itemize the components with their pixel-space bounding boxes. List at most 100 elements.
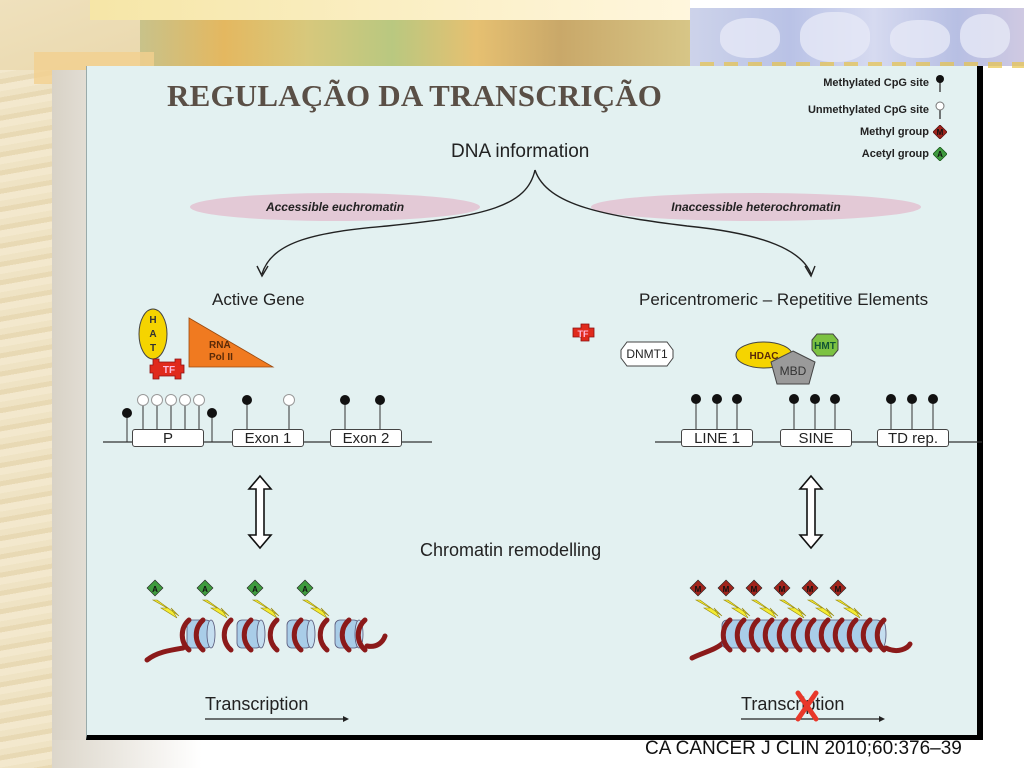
acetyl-diamond-icon: A [933, 147, 947, 161]
tf-label: TF [578, 329, 589, 339]
mark-letter: M [723, 585, 730, 594]
cpg-sites [122, 394, 385, 442]
decor-blob [890, 20, 950, 58]
slide-header-gold-strip [700, 62, 1024, 68]
dnmt1-label: DNMT1 [626, 347, 668, 361]
hat-letter: A [149, 329, 156, 340]
figure-panel: REGULAÇÃO DA TRANSCRIÇÃO Methylated CpG … [86, 66, 983, 740]
dna-wrap [193, 617, 206, 653]
unmethylated-cpg-site [151, 394, 163, 406]
dna-wrap [846, 617, 859, 653]
mark-letter: A [252, 585, 258, 594]
active-gene-heading: Active Gene [212, 290, 305, 309]
svg-text:A: A [937, 150, 943, 159]
hmt-protein [811, 333, 839, 357]
methylated-cpg-site [732, 394, 742, 404]
dna-wrap [720, 617, 733, 653]
dna-strand [144, 645, 186, 663]
euchromatin-oval: Accessible euchromatin [190, 193, 480, 221]
blocked-x-icon [795, 690, 819, 722]
methyl-group-mark [745, 579, 763, 597]
rna-pol-ii-protein [188, 317, 275, 368]
lightning-icon [301, 599, 330, 619]
methylated-cpg-site [789, 394, 799, 404]
dna-strand [883, 641, 913, 653]
lightning-icon [251, 599, 280, 619]
dna-wrap [776, 617, 789, 653]
td-rep-region: TD rep. [877, 429, 949, 447]
dna-wrap [267, 617, 280, 653]
dna-wrap [355, 617, 368, 653]
methyl-group-mark [689, 579, 707, 597]
svg-text:M: M [937, 128, 944, 137]
sine-region: SINE [780, 429, 852, 447]
histone-face [206, 619, 216, 649]
methylated-cpg-site [712, 394, 722, 404]
slide-shadow-bottom [52, 740, 202, 768]
methylated-cpg-site [207, 408, 217, 418]
hat-letter: T [150, 343, 156, 354]
acetyl-group-mark [246, 579, 264, 597]
legend-label: Acetyl group [861, 148, 929, 160]
heterochromatin-oval: Inaccessible heterochromatin [591, 193, 921, 221]
methylated-cpg-site [340, 395, 350, 405]
dna-wrap [818, 617, 831, 653]
unmethylated-cpg-site [137, 394, 149, 406]
repetitive-element-proteins: TF DNMT1 HDAC HMT MBD [572, 323, 839, 385]
region-label: LINE 1 [694, 429, 740, 447]
right-arrowhead-icon [804, 265, 816, 278]
methyl-group-mark [773, 579, 791, 597]
tf-label: TF [163, 365, 175, 376]
acetyl-group-mark [296, 579, 314, 597]
dna-strand [689, 639, 727, 661]
left-branch-arrow [261, 169, 536, 275]
heterochromatin-label: Inaccessible heterochromatin [671, 200, 841, 214]
exon-2-region: Exon 2 [330, 429, 402, 447]
transcription-arrow-icon [741, 716, 885, 722]
tf-protein [149, 358, 185, 380]
lightning-icon [750, 599, 779, 619]
mark-letter: M [835, 585, 842, 594]
legend-label: Methyl group [859, 126, 929, 138]
lightning-icon [694, 599, 723, 619]
slide-title: REGULAÇÃO DA TRANSCRIÇÃO [167, 78, 663, 113]
exon-1-region: Exon 1 [232, 429, 304, 447]
right-branch-arrow [534, 169, 812, 275]
histone [721, 619, 883, 649]
dna-wrap [179, 617, 192, 653]
decor-blob [960, 14, 1010, 58]
lightning-icon [151, 599, 180, 619]
transcription-blocked: Transcription [741, 690, 885, 722]
slide-header-leaves-image [140, 20, 700, 66]
methyl-group-mark [829, 579, 847, 597]
acetyl-group-mark [196, 579, 214, 597]
right-double-arrow-icon [798, 474, 824, 550]
transcription-label: Transcription [205, 694, 309, 714]
mark-letter: A [302, 585, 308, 594]
slide-header-band [90, 0, 690, 20]
methylated-cpg-site [907, 394, 917, 404]
lightning-icon [834, 599, 863, 619]
histone-face [256, 619, 266, 649]
unmethylated-cpg-site [179, 394, 191, 406]
line-1-region: LINE 1 [681, 429, 753, 447]
lightning-icon [806, 599, 835, 619]
legend-item-methylated: Methylated CpG site [823, 74, 947, 92]
left-double-arrow-icon [247, 474, 273, 550]
hat-letter: H [149, 315, 156, 326]
dna-strand [364, 633, 388, 649]
dna-wrap [291, 617, 304, 653]
mbd-protein [770, 350, 816, 385]
dna-wrap [832, 617, 845, 653]
methyl-group-mark [801, 579, 819, 597]
legend-label: Unmethylated CpG site [807, 104, 929, 116]
mark-letter: M [695, 585, 702, 594]
chromatin-remodelling-label: Chromatin remodelling [420, 540, 602, 560]
methyl-group-mark [717, 579, 735, 597]
transcription-arrow-icon [205, 716, 349, 722]
dna-wrap [221, 617, 234, 653]
open-lollipop-icon [935, 101, 945, 119]
dna-wrap [860, 617, 873, 653]
unmethylated-cpg-site [193, 394, 205, 406]
